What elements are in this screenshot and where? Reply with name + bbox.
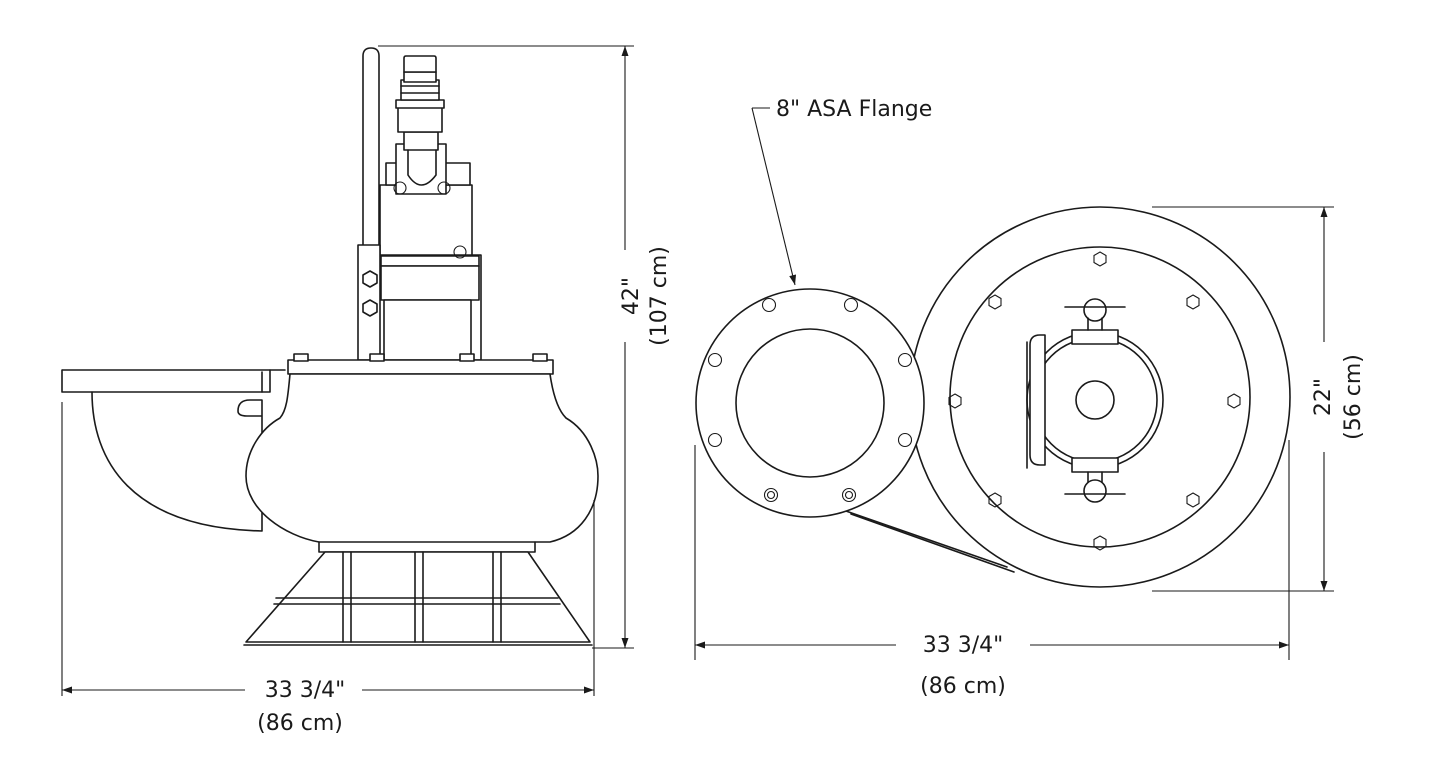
top-plate bbox=[287, 359, 554, 375]
hex-bolt-icon bbox=[1186, 492, 1200, 508]
hex-bolt-icon bbox=[948, 393, 962, 409]
bolt-hole-icon bbox=[897, 352, 913, 368]
side-view: 42" (107 cm) 33 3/4" (86 cm) bbox=[61, 45, 672, 736]
bolt-hole-icon bbox=[707, 432, 723, 448]
bolt-hole-icon bbox=[841, 487, 857, 503]
hex-bolt-icon bbox=[1093, 251, 1107, 267]
top-height-inches: 22" bbox=[1311, 378, 1336, 416]
top-width-dimension bbox=[694, 440, 1290, 660]
bolt-hole-icon bbox=[844, 490, 854, 500]
top-plate-bolts bbox=[293, 353, 548, 362]
bolt-hole-icon bbox=[843, 297, 859, 313]
side-width-inches: 33 3/4" bbox=[265, 678, 346, 703]
top-width-cm: (86 cm) bbox=[920, 674, 1006, 699]
hydraulic-motor bbox=[378, 55, 482, 361]
strainer-cone bbox=[243, 551, 593, 646]
flange-callout-label: 8" ASA Flange bbox=[776, 97, 932, 122]
top-view: 8" ASA Flange 22" (56 cm) 33 3/4" (86 cm… bbox=[694, 97, 1366, 699]
top-width-inches: 33 3/4" bbox=[923, 633, 1004, 658]
hex-bolt-icon bbox=[1186, 294, 1200, 310]
hex-bolt-icon bbox=[362, 270, 378, 288]
side-height-cm: (107 cm) bbox=[647, 246, 672, 346]
pump-body bbox=[245, 373, 599, 543]
asa-flange bbox=[695, 288, 925, 518]
bolt-hole-icon bbox=[761, 297, 777, 313]
hex-bolt-icon bbox=[362, 299, 378, 317]
side-width-dimension bbox=[61, 402, 595, 696]
side-height-dimension bbox=[378, 45, 634, 649]
bolt-hole-icon bbox=[897, 432, 913, 448]
flange-callout: 8" ASA Flange bbox=[751, 97, 932, 286]
hex-bolt-icon bbox=[988, 294, 1002, 310]
bolt-hole-icon bbox=[707, 352, 723, 368]
side-height-inches: 42" bbox=[619, 277, 644, 315]
bolt-hole-icon bbox=[763, 487, 779, 503]
top-height-dimension bbox=[1152, 206, 1334, 592]
hex-bolt-icon bbox=[1227, 393, 1241, 409]
bolt-hole-icon bbox=[766, 490, 776, 500]
hex-bolt-icon bbox=[988, 492, 1002, 508]
top-height-cm: (56 cm) bbox=[1341, 354, 1366, 440]
motor-bracket bbox=[357, 244, 381, 361]
side-width-cm: (86 cm) bbox=[257, 711, 343, 736]
pump-housing-top bbox=[909, 206, 1291, 588]
hex-bolt-icon bbox=[1093, 535, 1107, 551]
